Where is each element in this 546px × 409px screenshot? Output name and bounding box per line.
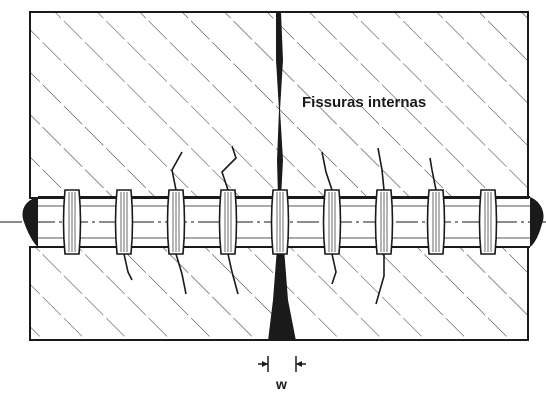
rebar-rib [114, 189, 134, 281]
internal-crack-up [377, 147, 385, 191]
rebar-end-left [22, 197, 38, 247]
rebar-rib [218, 145, 239, 295]
crack-width-label: w [275, 376, 287, 392]
rebar-rib [426, 157, 446, 255]
rebar-ribs [62, 145, 498, 305]
internal-cracks-label: Fissuras internas [302, 94, 426, 111]
rebar-rib [62, 189, 82, 255]
internal-crack-up [171, 151, 183, 191]
internal-crack-down [331, 253, 337, 285]
internal-crack-down [227, 253, 239, 295]
main-crack [268, 12, 296, 341]
rebar-rib [321, 151, 342, 285]
rebar-rib [478, 189, 498, 255]
internal-crack-down [175, 253, 187, 295]
internal-crack-down [123, 253, 133, 281]
internal-crack-up [221, 145, 237, 191]
internal-crack-down [375, 254, 385, 305]
rebar-end-right [530, 197, 544, 247]
rebar-rib [166, 151, 187, 295]
rebar-rib [270, 189, 290, 255]
rebar-rib [374, 147, 394, 305]
internal-crack-up [429, 157, 437, 191]
internal-crack-up [321, 151, 333, 191]
crack-width-dimension: w [258, 356, 306, 392]
